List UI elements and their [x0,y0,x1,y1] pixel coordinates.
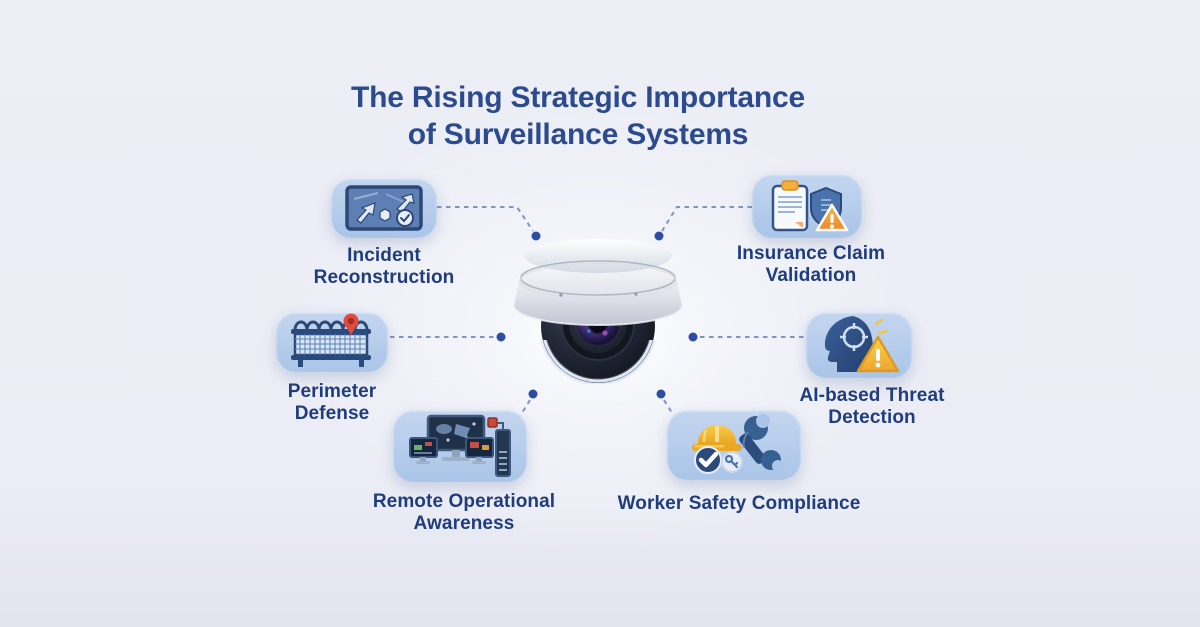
tile-perimeter-defense [276,312,388,372]
label-worker-safety-compliance: Worker Safety Compliance [617,493,861,514]
insurance-claim-icon [771,180,849,232]
label-insurance-claim-validation: Insurance Claim Validation [736,243,886,287]
connector-dot [656,389,666,399]
page-title-line2: of Surveillance Systems [407,117,749,151]
location-pin-icon [343,313,359,335]
wrench-icon [739,414,784,472]
monitoring-screens-icon [409,414,511,477]
tile-insurance-claim-validation [752,174,862,238]
label-remote-operational-awareness: Remote Operational Awareness [372,491,556,535]
tile-incident-reconstruction [331,178,437,238]
page-title-line1: The Rising Strategic Importance [351,81,805,114]
label-incident-reconstruction: Incident Reconstruction [313,245,455,289]
tile-worker-safety-compliance [667,410,801,480]
page-title: The Rising Strategic Importance of Surve… [248,80,908,153]
hard-hat-icon [692,425,742,451]
key-badge-icon [721,451,743,473]
check-badge-icon [694,446,722,474]
safety-helmet-wrench-icon [692,414,784,474]
dome-camera-icon [508,239,688,404]
connector-incident [437,206,534,232]
perimeter-fence-icon [291,313,371,367]
label-ai-threat-detection: AI-based Threat Detection [799,385,945,429]
tile-ai-threat-detection [806,312,912,378]
ai-threat-icon [824,316,900,373]
connector-insurance [661,206,752,232]
label-perimeter-defense: Perimeter Defense [287,381,377,425]
dome-surveillance-camera [505,232,691,404]
incident-reconstruction-icon [345,185,423,231]
tile-remote-operational-awareness [393,410,527,482]
connector-dot [528,389,538,399]
